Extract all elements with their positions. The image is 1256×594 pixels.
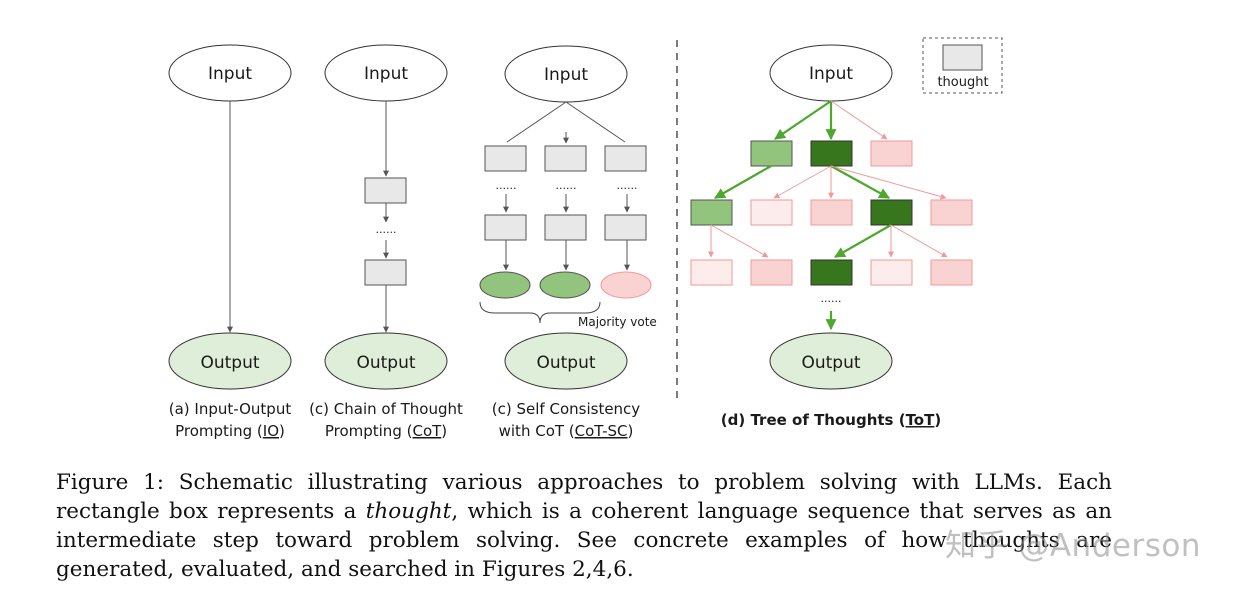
cotsc-edge-right <box>565 101 626 143</box>
tot-l3-node-d <box>870 259 913 286</box>
panel-io: Input Output (a) Input-Output Prompting … <box>168 44 292 440</box>
io-caption-line2: Prompting (IO) <box>175 422 285 440</box>
cot-caption-line2: Prompting (CoT) <box>325 422 447 440</box>
cot-input-label: Input <box>364 64 408 84</box>
io-input-label: Input <box>208 64 252 84</box>
figure-caption-text-2: , which is a coherent language sequence … <box>56 499 1112 582</box>
cotsc-thought-3b <box>604 214 647 241</box>
panel-cot: Input ...... Output (c) Chain of Thought… <box>309 44 463 440</box>
tot-l1-node-b <box>810 140 853 167</box>
cotsc-answer-2 <box>539 271 591 299</box>
cotsc-caption-line2: with CoT (CoT-SC) <box>499 422 634 440</box>
cotsc-thought-2b <box>544 214 587 241</box>
tot-l1-node-a <box>750 140 793 167</box>
figure-caption-label: Figure 1: <box>56 470 165 495</box>
tot-schematic-diagram: Input Output (a) Input-Output Prompting … <box>168 37 1003 440</box>
cotsc-thought-3a <box>604 145 647 172</box>
tot-l3-node-c <box>810 259 853 286</box>
tot-edge-l2d-l3c <box>834 224 892 258</box>
tot-l3-node-e <box>930 259 973 286</box>
tot-edge-l2d-l3e <box>890 224 948 258</box>
cot-thought-2 <box>364 259 407 286</box>
tot-output-label: Output <box>801 353 860 373</box>
figure-caption: Figure 1: Schematic illustrating various… <box>56 468 1112 584</box>
tot-l3-node-b <box>750 259 793 286</box>
tot-edge-l1b-l2e <box>830 165 947 200</box>
legend-thought-swatch <box>942 44 983 71</box>
cotsc-majority-brace <box>479 301 601 324</box>
watermark: 知乎 @Anderson <box>945 528 1201 564</box>
cotsc-edge-left <box>506 101 567 143</box>
tot-l1-node-c <box>870 140 913 167</box>
tot-edge-in-l1a <box>774 100 832 140</box>
tot-l3-node-a <box>690 259 733 286</box>
panel-tot: thought Input ..... <box>690 37 1003 429</box>
cotsc-thought-1b <box>484 214 527 241</box>
cot-caption-line1: (c) Chain of Thought <box>309 400 463 418</box>
legend-thought-label: thought <box>937 75 988 90</box>
cotsc-thought-1a <box>484 145 527 172</box>
panel-cot-sc: Input ...... ...... ...... Majority vote… <box>479 45 657 440</box>
cotsc-caption-line1: (c) Self Consistency <box>492 400 641 418</box>
cot-output-label: Output <box>356 353 415 373</box>
io-caption-line1: (a) Input-Output <box>169 400 292 418</box>
cotsc-dots-1: ...... <box>496 179 517 192</box>
cot-dots: ...... <box>376 223 397 236</box>
cotsc-dots-3: ...... <box>617 179 638 192</box>
tot-l2-node-c <box>810 199 853 226</box>
tot-output-node <box>769 332 893 390</box>
tot-edge-l2a-l3b <box>710 224 769 258</box>
cotsc-input-label: Input <box>544 65 588 85</box>
tot-edge-l1b-l2b <box>773 165 832 199</box>
cotsc-majority-vote-label: Majority vote <box>578 315 657 329</box>
tot-l2-node-b <box>750 199 793 226</box>
cotsc-answer-3 <box>600 271 652 299</box>
legend-box <box>922 37 1003 94</box>
cotsc-output-label: Output <box>536 353 595 373</box>
cotsc-dots-2: ...... <box>556 179 577 192</box>
cot-thought-1 <box>364 177 407 204</box>
figure-caption-text-1: Schematic illustrating various approache… <box>56 470 1112 524</box>
tot-edge-in-l1c <box>830 100 888 140</box>
tot-edge-l1b-l2d <box>830 165 890 199</box>
tot-input-label: Input <box>809 64 853 84</box>
cotsc-thought-2a <box>544 145 587 172</box>
tot-dots: ...... <box>821 292 842 305</box>
tot-l2-node-e <box>930 199 973 226</box>
io-output-node <box>168 332 292 390</box>
figure-caption-emphasis: thought <box>365 499 452 524</box>
tot-l2-node-d <box>870 199 913 226</box>
io-output-label: Output <box>200 353 259 373</box>
tot-caption: (d) Tree of Thoughts (ToT) <box>721 411 941 429</box>
tot-l2-node-a <box>690 199 733 226</box>
cotsc-output-node <box>504 332 628 390</box>
cotsc-answer-1 <box>479 271 531 299</box>
cot-output-node <box>324 332 448 390</box>
tot-edge-l1a-l2a <box>714 165 772 199</box>
